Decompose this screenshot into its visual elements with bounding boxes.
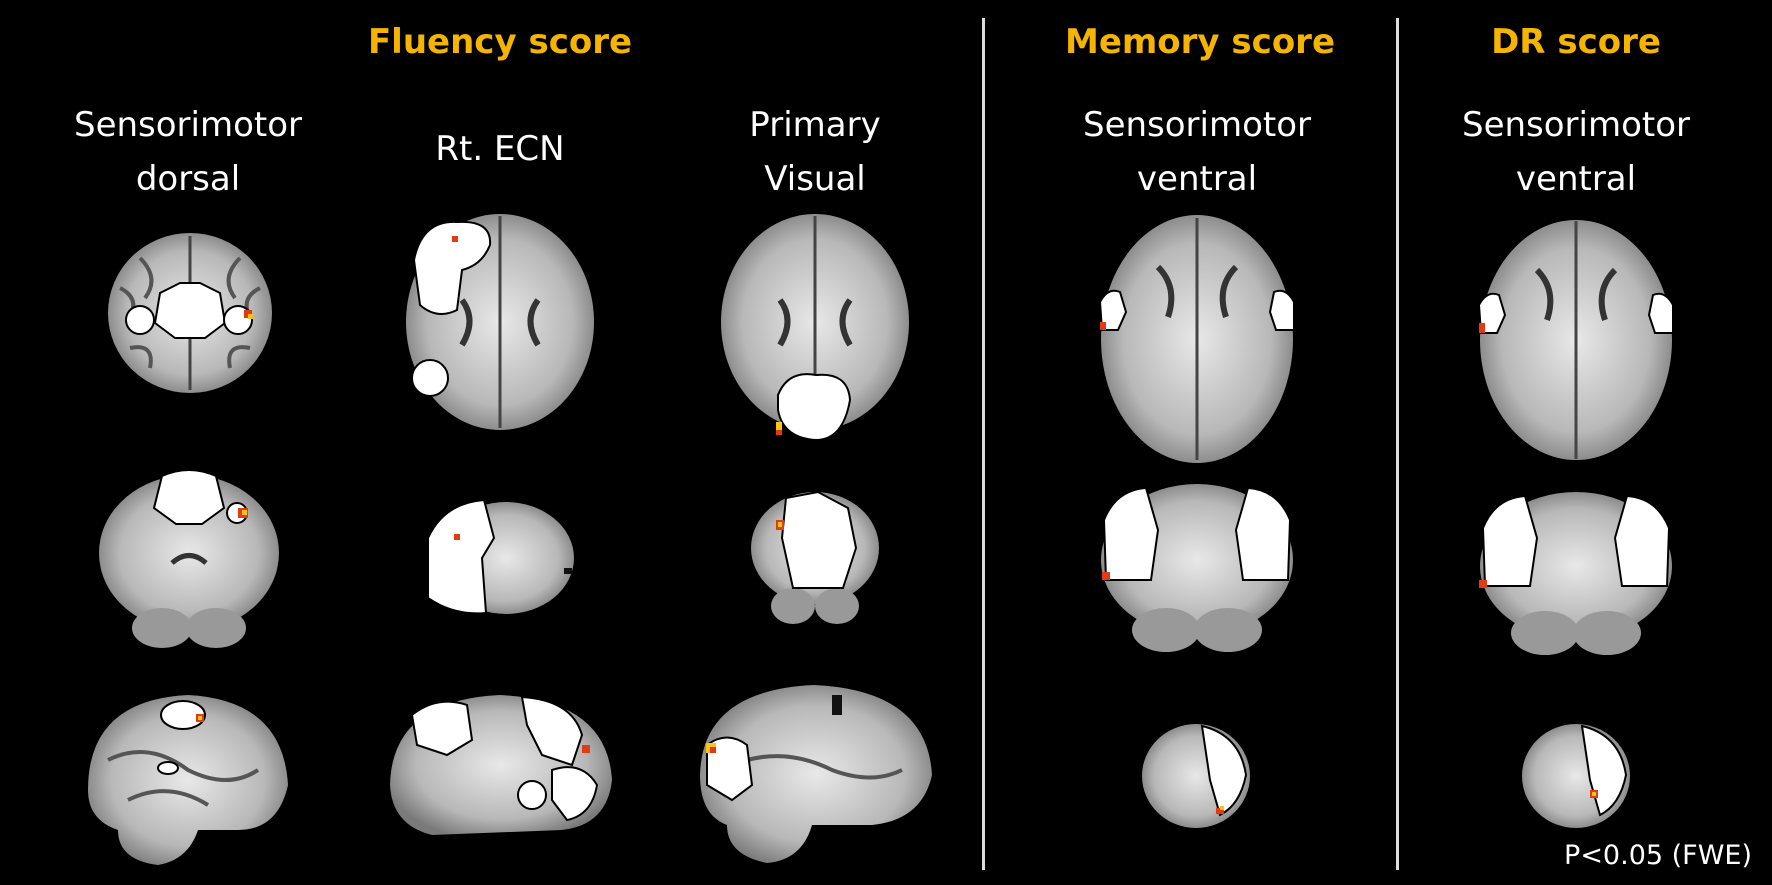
column-label-dr-sensorimotor-ventral: Sensorimotor ventral	[1462, 98, 1690, 206]
column-label-line1: Sensorimotor	[73, 105, 303, 145]
column-label-sensorimotor-dorsal: Sensorimotor dorsal	[74, 98, 302, 206]
brain-coronal-sensorimotor-dorsal	[92, 468, 286, 648]
brain-sagittal-primary-visual	[692, 675, 937, 870]
brain-coronal-memory-sensorimotor-ventral	[1096, 480, 1298, 655]
dr-score-header: DR score	[1491, 22, 1661, 62]
column-label-line1: Primary	[749, 105, 881, 145]
fluency-score-header: Fluency score	[367, 22, 633, 62]
significance-footnote: P<0.05 (FWE)	[1564, 840, 1752, 871]
brain-sagittal-dr-sensorimotor-ventral	[1520, 720, 1632, 832]
brain-coronal-dr-sensorimotor-ventral	[1475, 488, 1677, 658]
brain-axial-sensorimotor-dorsal	[100, 228, 280, 398]
column-label-line2: ventral	[1136, 159, 1258, 199]
brain-coronal-primary-visual	[748, 488, 882, 626]
brain-sagittal-sensorimotor-dorsal	[78, 680, 298, 870]
divider-fluency-memory	[982, 18, 985, 870]
brain-sagittal-memory-sensorimotor-ventral	[1140, 720, 1252, 832]
brain-axial-memory-sensorimotor-ventral	[1098, 212, 1296, 467]
column-label-line1: Sensorimotor	[1461, 105, 1691, 145]
column-label-memory-sensorimotor-ventral: Sensorimotor ventral	[1083, 98, 1311, 206]
divider-memory-dr	[1396, 18, 1399, 870]
column-label-line1: Rt. ECN	[435, 129, 565, 169]
brain-sagittal-rt-ecn	[382, 685, 618, 845]
column-label-line1: Sensorimotor	[1082, 105, 1312, 145]
column-label-line2: dorsal	[135, 159, 241, 199]
column-label-primary-visual: Primary Visual	[749, 98, 880, 206]
column-label-line2: Visual	[764, 159, 866, 199]
brain-coronal-rt-ecn	[424, 498, 576, 618]
column-label-line2: ventral	[1515, 159, 1637, 199]
memory-score-header: Memory score	[1064, 22, 1336, 62]
brain-axial-rt-ecn	[402, 210, 598, 435]
column-label-rt-ecn: Rt. ECN	[435, 122, 564, 176]
brain-axial-primary-visual	[718, 210, 913, 445]
brain-axial-dr-sensorimotor-ventral	[1477, 215, 1675, 465]
